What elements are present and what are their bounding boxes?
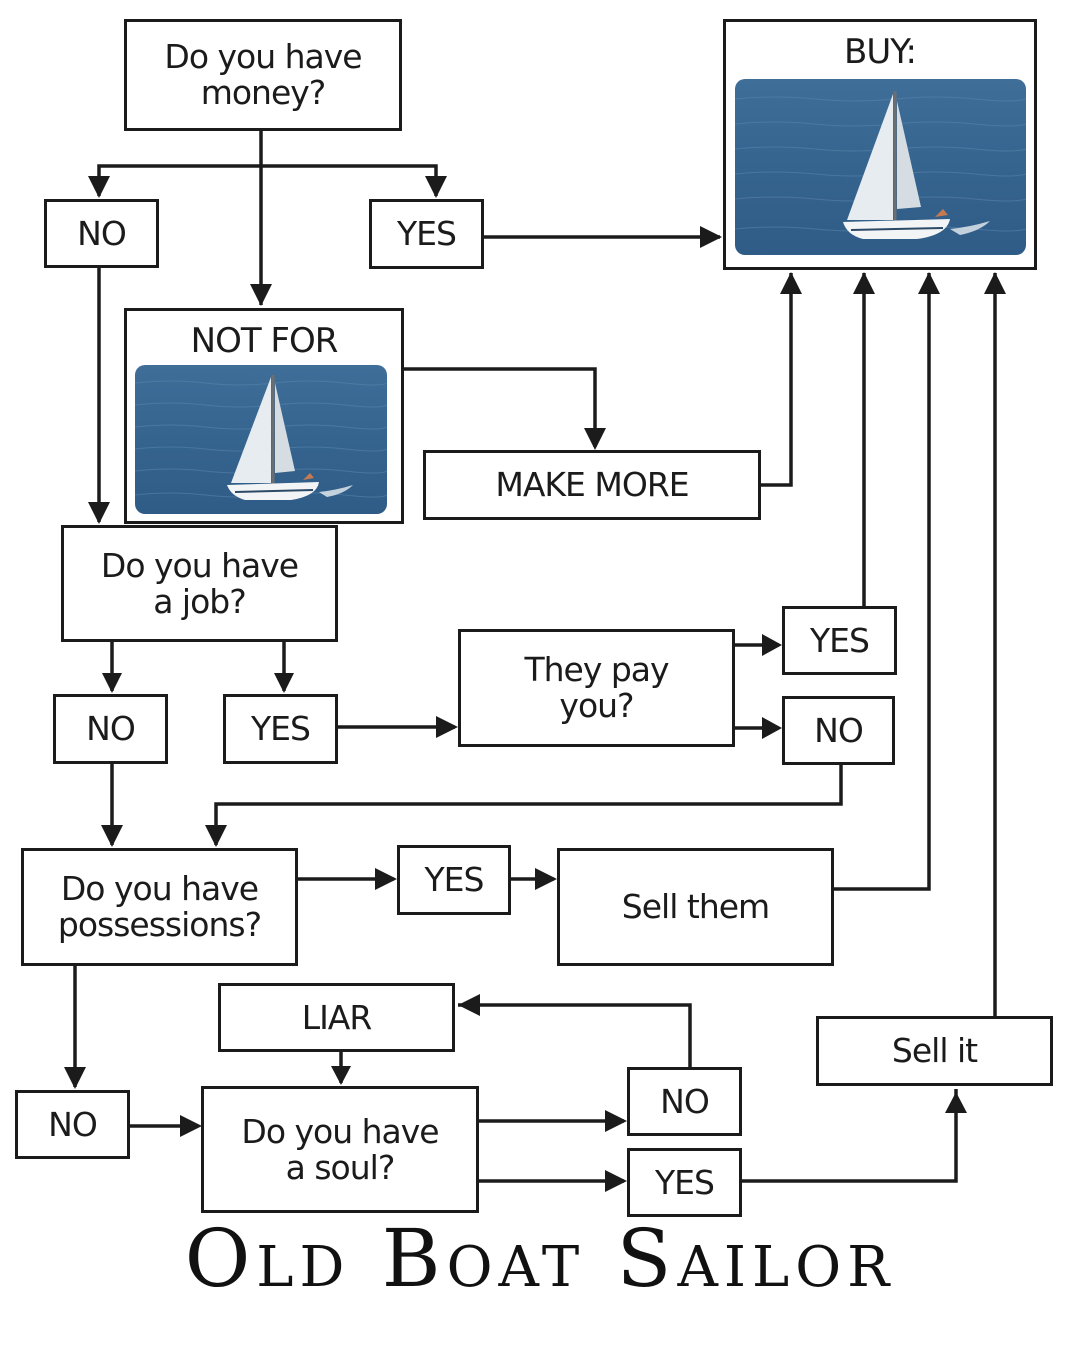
arrowhead [101,825,123,847]
answer-money-no-label: NO [77,213,127,253]
arrowhead [331,1066,351,1085]
result-not-for: NOT FOR [124,308,404,524]
arrowhead [700,226,722,248]
action-sell-it-label: Sell it [891,1031,978,1071]
arrowhead [945,1092,967,1113]
arrowhead [584,428,606,450]
arrowhead [762,717,782,739]
question-money: Do you have money? [124,19,402,131]
arrowhead [762,634,782,656]
sailboat-photo [135,365,387,514]
question-soul: Do you have a soul? [201,1086,479,1213]
answer-money-yes-label: YES [397,214,457,254]
arrowhead [984,272,1006,294]
action-sell-it: Sell it [816,1016,1053,1086]
arrowhead [64,1067,86,1089]
question-money-label: Do you have money? [164,37,362,112]
arrowhead [88,176,110,198]
answer-pay-yes: YES [782,606,897,675]
sailboat-icon [135,375,387,500]
answer-job-yes-label: YES [251,709,311,749]
answer-job-no-label: NO [86,709,136,749]
answer-job-no: NO [53,694,168,764]
arrowhead [274,673,294,693]
question-soul-label: Do you have a soul? [241,1111,439,1187]
question-job: Do you have a job? [61,525,338,642]
answer-money-no: NO [44,199,159,268]
answer-pay-no: NO [782,696,895,765]
arrowhead [605,1170,627,1192]
arrowhead [605,1110,627,1132]
arrowhead [102,673,122,693]
answer-possessions-no: NO [15,1090,130,1159]
question-pay: They pay you? [458,629,735,747]
result-not-for-title: NOT FOR [190,321,339,361]
answer-job-yes: YES [223,694,338,764]
question-possessions: Do you have possessions? [21,848,298,966]
edge-money-no [97,164,261,196]
sailboat-photo [735,79,1026,255]
action-sell-them: Sell them [557,848,834,966]
answer-possessions-yes: YES [397,845,511,915]
edge-money-yes [261,164,438,196]
result-buy-title: BUY: [844,32,917,72]
question-pay-label: They pay you? [524,650,669,725]
answer-possessions-no-label: NO [48,1104,98,1144]
arrowhead [436,716,458,738]
answer-money-yes: YES [369,199,484,269]
edge-makemore-buy [761,273,793,487]
answer-pay-yes-label: YES [810,620,870,660]
answer-soul-yes-label: YES [655,1162,715,1202]
question-possessions-label: Do you have possessions? [57,869,262,944]
arrowhead [918,272,940,294]
answer-soul-no-label: NO [660,1081,710,1121]
arrowhead [250,284,272,306]
edge-sellthem-buy [834,273,931,891]
edge-payno-possessions [214,765,843,845]
edge-soulno-liar [458,1003,692,1067]
brand-watermark: Old Boat Sailor [184,1212,896,1305]
edge-soulyes-sellit [742,1089,958,1183]
action-sell-them-label: Sell them [621,887,770,927]
arrowhead [205,825,227,847]
question-job-label: Do you have a job? [100,545,299,621]
arrowhead [853,272,875,294]
answer-possessions-yes-label: YES [424,860,485,900]
arrowhead [180,1115,202,1137]
answer-pay-no-label: NO [814,710,864,750]
result-liar: LIAR [218,983,455,1052]
arrowhead [535,868,557,890]
edge-notfor-makemore [404,367,597,447]
arrowhead [780,272,802,294]
action-make-more: MAKE MORE [423,450,761,520]
arrowhead [458,994,480,1016]
arrowhead [425,176,447,198]
result-buy: BUY: [723,19,1037,270]
answer-soul-no: NO [627,1067,742,1136]
answer-soul-yes: YES [627,1148,742,1217]
sailboat-icon [735,91,1026,239]
result-liar-label: LIAR [301,997,373,1037]
arrowhead [375,868,397,890]
arrowhead [88,502,110,524]
action-make-more-label: MAKE MORE [495,465,689,505]
